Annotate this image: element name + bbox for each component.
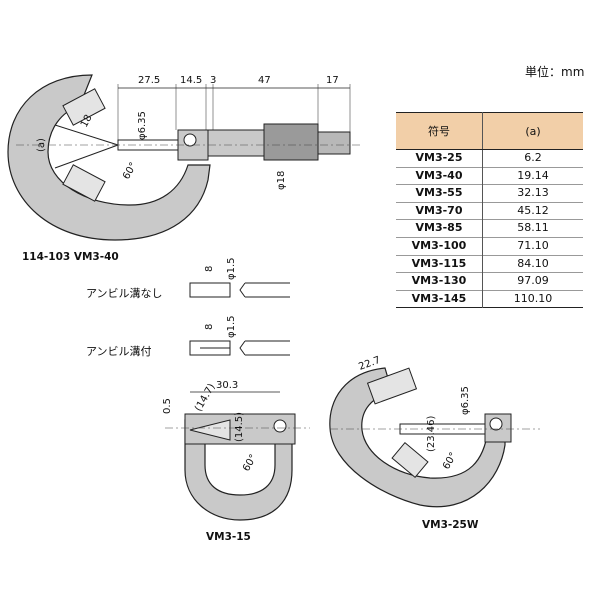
anvil-no-groove-pad <box>189 282 231 298</box>
table-row: VM3-115 84.10 <box>396 255 583 273</box>
table-cell-code: VM3-115 <box>396 255 483 273</box>
table-row: VM3-25 6.2 <box>396 149 583 168</box>
main-dim-angle: 60° <box>121 161 139 182</box>
main-lock-knob <box>183 133 197 147</box>
vm3-25w-anvil-pad-upper <box>366 367 418 405</box>
table-cell-code: VM3-55 <box>396 184 483 203</box>
vm3-15-drawing: 30.3 (14.7) (14.5) 0.5 60° VM3-15 <box>162 380 310 543</box>
table-cell-value: 58.11 <box>517 221 549 235</box>
vm3-15-dim-angle: 60° <box>241 453 259 474</box>
anvil-width-2: 8 <box>204 324 215 330</box>
table-cell-code: VM3-40 <box>396 167 483 185</box>
vm3-25w-dim-spindle-dia: φ6.35 <box>460 386 471 415</box>
main-dim-spindle-dia: φ6.35 <box>137 111 148 140</box>
main-anvil-pad-lower <box>62 164 106 202</box>
anvil-groove-label: アンビル溝付 <box>86 345 152 358</box>
table-cell-value: 45.12 <box>517 203 549 217</box>
spec-table: 符号 (a) VM3-25 6.2 VM3-40 19.14 VM3-55 32.13… <box>396 112 583 308</box>
main-dim-v-length: 18 <box>79 113 95 129</box>
main-sleeve <box>207 129 265 157</box>
table-cell-value: 32.13 <box>517 186 549 200</box>
spec-table-header-row: 符号 (a) <box>396 112 583 150</box>
vm3-25w-frame <box>329 367 506 508</box>
main-dim-47: 47 <box>258 75 271 86</box>
anvil-no-groove-label: アンビル溝なし <box>86 287 163 300</box>
table-row: VM3-130 97.09 <box>396 272 583 291</box>
table-cell-value: 84.10 <box>517 256 549 270</box>
vm3-25w-anvil-pad-lower <box>391 441 429 479</box>
main-dim-17: 17 <box>326 75 339 86</box>
anvil-width-1: 8 <box>204 266 215 272</box>
table-cell-value: 110.10 <box>513 291 553 305</box>
vm3-15-frame <box>184 419 293 521</box>
table-cell-code: VM3-70 <box>396 202 483 220</box>
vm3-15-dim-0-5: 0.5 <box>162 398 173 414</box>
table-cell-value: 71.10 <box>517 238 549 252</box>
table-cell-code: VM3-85 <box>396 219 483 238</box>
main-frame <box>7 74 211 241</box>
table-cell-value: 19.14 <box>517 168 549 182</box>
table-cell-value: 97.09 <box>517 274 549 288</box>
main-ratchet <box>317 131 351 155</box>
spec-table-header-code: 符号 <box>396 112 483 150</box>
unit-label: 単位：mm <box>525 65 585 79</box>
main-dim-a: (a) <box>36 138 47 152</box>
table-cell-code: VM3-145 <box>396 290 483 308</box>
table-row: VM3-55 32.13 <box>396 184 583 203</box>
main-thimble <box>263 123 319 161</box>
vm3-25w-drawing: 22.7 φ6.35 (23.46) 60° VM3-25W <box>329 355 540 531</box>
main-dim-14-5: 14.5 <box>180 75 202 86</box>
anvil-dia-1: φ1.5 <box>226 258 237 281</box>
vm3-25w-dim-23-46: (23.46) <box>426 415 437 452</box>
anvil-groove-tip <box>239 340 290 356</box>
vm3-15-label: VM3-15 <box>206 531 251 543</box>
table-cell-value: 6.2 <box>524 151 542 164</box>
table-row: VM3-85 58.11 <box>396 219 583 238</box>
spec-table-header-a: (a) <box>482 112 583 150</box>
main-micrometer-drawing: 27.5 14.5 3 47 17 φ6.35 φ18 18 60° (a) 1… <box>7 74 360 263</box>
table-row: VM3-145 110.10 <box>396 290 583 308</box>
vm3-15-dim-30-3: 30.3 <box>216 380 238 391</box>
table-cell-code: VM3-100 <box>396 237 483 256</box>
table-cell-code: VM3-25 <box>396 149 483 168</box>
anvil-no-groove-tip <box>239 282 290 298</box>
vm3-15-dim-14-5: (14.5) <box>234 412 245 442</box>
vm3-15-dim-14-7: (14.7) <box>193 382 218 414</box>
vm3-25w-label: VM3-25W <box>422 519 479 531</box>
vm3-25w-dim-angle: 60° <box>441 451 459 472</box>
main-dim-27-5: 27.5 <box>138 75 160 86</box>
main-dim-thimble-dia: φ18 <box>276 171 287 190</box>
main-anvil-pad-upper <box>62 88 106 126</box>
table-row: VM3-100 71.10 <box>396 237 583 256</box>
main-model-label: 114-103 VM3-40 <box>22 251 119 263</box>
anvil-detail: アンビル溝なし 8 φ1.5 アンビル溝付 8 φ1.5 <box>86 258 290 358</box>
table-row: VM3-40 19.14 <box>396 167 583 185</box>
main-dim-3: 3 <box>210 75 216 86</box>
table-cell-code: VM3-130 <box>396 272 483 291</box>
anvil-dia-2: φ1.5 <box>226 316 237 339</box>
table-row: VM3-70 45.12 <box>396 202 583 220</box>
